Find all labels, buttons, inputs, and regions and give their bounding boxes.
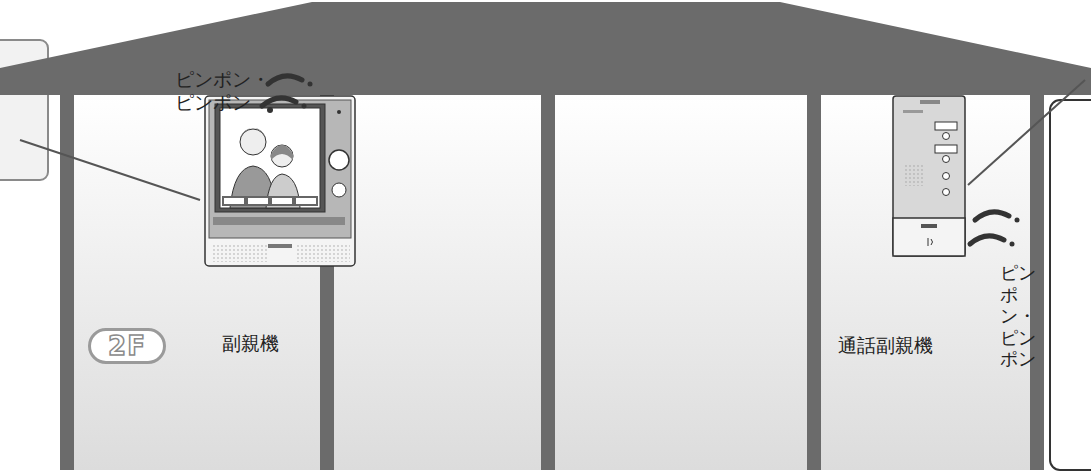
monitor-device [205, 96, 355, 266]
house-walls [60, 68, 1044, 470]
device-name: 通話副親機 [838, 334, 998, 357]
callout-panel [1050, 100, 1091, 470]
intercom-device [893, 96, 965, 256]
floor-badge: 2F [88, 328, 166, 364]
roof [0, 2, 1091, 95]
leader-line [968, 80, 1085, 185]
leader-line [20, 140, 200, 200]
floor-label: 2F [108, 331, 146, 361]
device-name: 副親機 [222, 332, 342, 355]
sound-label: ピンポン・ ピンポン [175, 68, 275, 114]
sound-waves [970, 212, 1009, 244]
sound-label: ピンポン・ ピンポン [1000, 262, 1048, 370]
